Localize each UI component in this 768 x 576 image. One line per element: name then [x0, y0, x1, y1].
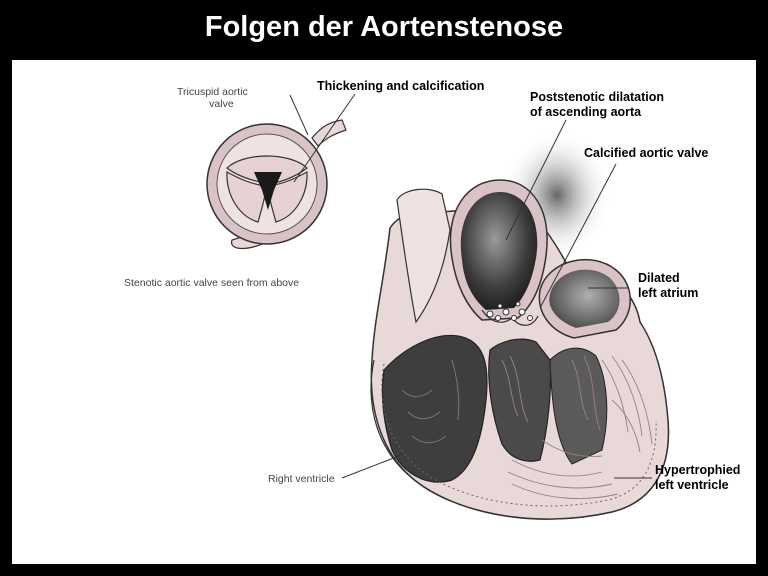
label-poststenotic-line2: of ascending aorta [530, 105, 642, 119]
label-hypertrophied-left-ventricle: Hypertrophied left ventricle [655, 463, 740, 493]
caption-stenotic-valve: Stenotic aortic valve seen from above [124, 277, 300, 289]
calcified-valve-cluster [481, 301, 539, 326]
label-dilated-line1: Dilated [638, 271, 680, 285]
trabeculae [401, 359, 460, 444]
label-hypertrophied-line1: Hypertrophied [655, 463, 741, 477]
label-poststenotic-line1: Poststenotic dilatation [530, 90, 665, 104]
illustration-panel: Tricuspid aortic valve Thickening and ca… [12, 60, 756, 564]
label-dilated-line2: left atrium [638, 286, 699, 300]
label-right-ventricle: Right ventricle [268, 473, 335, 485]
heart-illustration [206, 93, 670, 520]
label-thickening: Thickening and calcification [317, 79, 485, 93]
heart-cross-section [370, 130, 670, 520]
label-tricuspid-valve: Tricuspid aortic valve [177, 86, 248, 110]
label-dilated-left-atrium: Dilated left atrium [638, 271, 698, 301]
label-hypertrophied-line2: left ventricle [655, 478, 729, 492]
label-tricuspid-line2: valve [209, 98, 234, 110]
slide-title: Folgen der Aortenstenose [204, 11, 564, 43]
label-calcified-aortic-valve: Calcified aortic valve [584, 146, 709, 160]
label-poststenotic-dilatation: Poststenotic dilatation of ascending aor… [530, 90, 664, 120]
valve-top-view [206, 119, 347, 250]
myocardium-fibers [501, 355, 653, 500]
leader-lines [289, 93, 652, 479]
label-tricuspid-line1: Tricuspid aortic [177, 86, 248, 98]
